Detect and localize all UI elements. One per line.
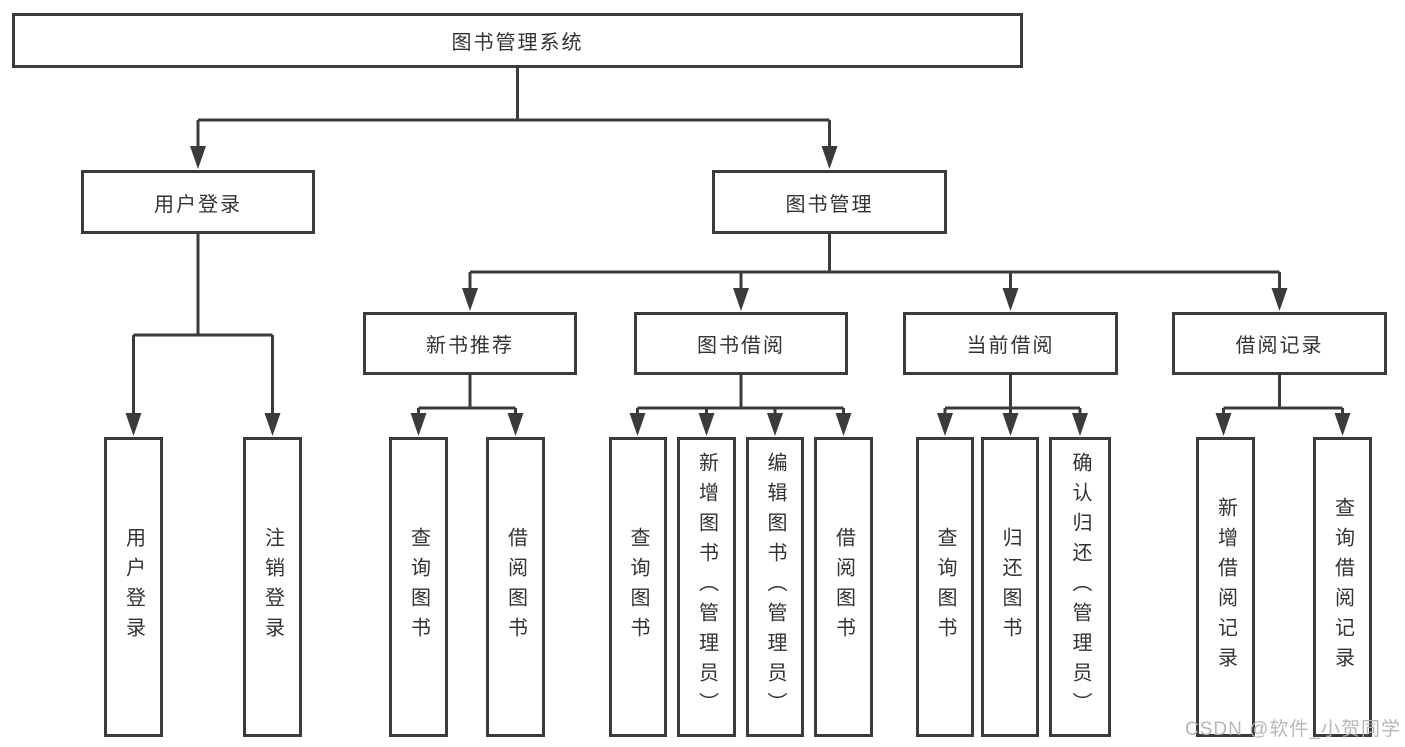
leaf-add-borrow-record: 新增借阅记录 <box>1196 437 1255 737</box>
arrowhead <box>821 146 838 169</box>
node-book-management-label: 图书管理 <box>785 193 874 216</box>
leaf-borrow-books-recommend: 借阅图书 <box>486 437 545 737</box>
leaf-logout-login-label: 注销登录 <box>261 527 284 647</box>
node-root-label: 图书管理系统 <box>451 32 584 54</box>
leaf-query-books-recommend: 查询图书 <box>389 437 448 737</box>
node-user-login-label: 用户登录 <box>154 193 242 216</box>
node-current-borrow: 当前借阅 <box>903 312 1118 375</box>
arrowhead <box>1271 288 1288 311</box>
leaf-add-book-admin: 新增图书（管理员） <box>677 437 736 737</box>
node-user-login: 用户登录 <box>81 170 315 234</box>
leaf-query-books-borrow: 查询图书 <box>609 437 667 737</box>
arrowhead <box>190 146 206 169</box>
leaf-confirm-return-admin: 确认归还（管理员） <box>1049 437 1111 737</box>
leaf-query-books-current: 查询图书 <box>916 437 974 737</box>
csdn-watermark: CSDN @软件_小贺同学 <box>1185 719 1401 740</box>
node-root-system: 图书管理系统 <box>12 13 1023 68</box>
arrowhead <box>1334 413 1351 436</box>
arrowhead <box>1002 288 1019 311</box>
leaf-logout-login: 注销登录 <box>243 437 302 737</box>
arrowhead <box>835 413 852 436</box>
leaf-edit-book-admin: 编辑图书（管理员） <box>746 437 804 737</box>
leaf-query-borrow-record: 查询借阅记录 <box>1313 437 1372 737</box>
node-borrow-records: 借阅记录 <box>1172 312 1387 375</box>
arrowhead <box>629 413 646 436</box>
leaf-borrow-books-recommend-label: 借阅图书 <box>504 527 527 647</box>
leaf-query-borrow-record-label: 查询借阅记录 <box>1331 497 1354 677</box>
arrowhead <box>733 288 749 311</box>
node-book-borrow: 图书借阅 <box>634 312 848 375</box>
arrowhead <box>767 413 783 436</box>
leaf-query-books-current-label: 查询图书 <box>934 527 956 647</box>
leaf-user-login: 用户登录 <box>104 437 163 737</box>
arrowhead <box>1072 413 1088 436</box>
leaf-query-books-borrow-label: 查询图书 <box>627 527 649 647</box>
leaf-user-login-label: 用户登录 <box>122 527 145 647</box>
arrowhead <box>410 413 427 436</box>
arrowhead <box>462 288 478 311</box>
arrowhead <box>1002 413 1019 436</box>
leaf-edit-book-admin-label: 编辑图书（管理员） <box>764 452 786 722</box>
node-book-management: 图书管理 <box>712 170 947 234</box>
leaf-add-book-admin-label: 新增图书（管理员） <box>695 452 718 722</box>
arrowhead <box>698 413 715 436</box>
leaf-borrow-books: 借阅图书 <box>814 437 873 737</box>
leaf-return-books-label: 归还图书 <box>999 527 1021 647</box>
node-current-borrow-label: 当前借阅 <box>966 335 1055 357</box>
leaf-confirm-return-admin-label: 确认归还（管理员） <box>1069 452 1091 722</box>
node-new-book-recommend: 新书推荐 <box>363 312 577 375</box>
leaf-return-books: 归还图书 <box>981 437 1039 737</box>
arrowhead <box>125 413 142 436</box>
arrowhead <box>507 413 524 436</box>
arrowhead <box>937 413 953 436</box>
leaf-borrow-books-label: 借阅图书 <box>832 527 855 647</box>
leaf-query-books-recommend-label: 查询图书 <box>407 527 430 647</box>
leaf-add-borrow-record-label: 新增借阅记录 <box>1214 497 1237 677</box>
node-borrow-records-label: 借阅记录 <box>1235 335 1324 357</box>
arrowhead <box>1215 413 1232 436</box>
node-book-borrow-label: 图书借阅 <box>697 335 785 357</box>
node-new-book-recommend-label: 新书推荐 <box>426 335 514 357</box>
arrowhead <box>264 413 281 436</box>
